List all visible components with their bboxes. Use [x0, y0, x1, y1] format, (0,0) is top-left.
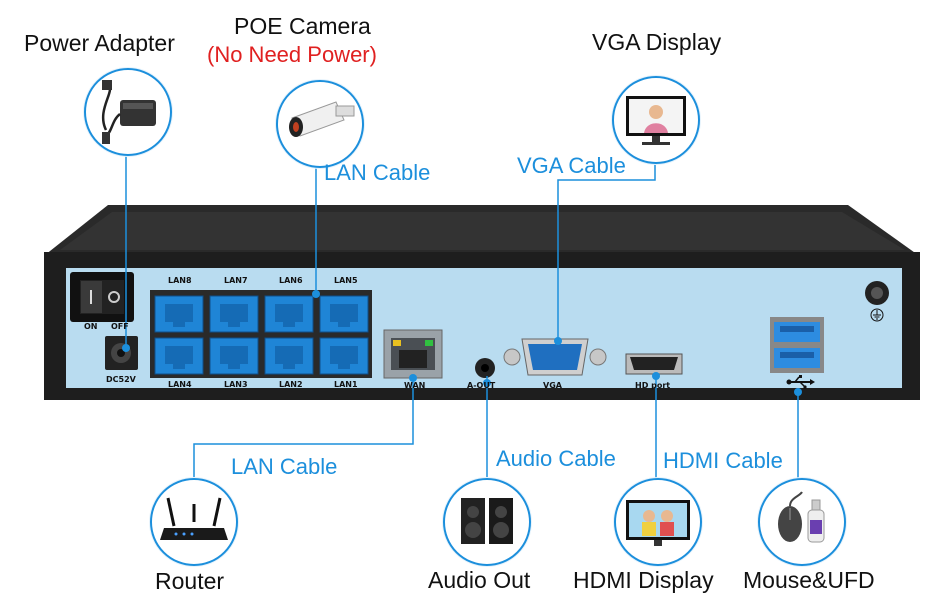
lan-port-lan3[interactable]: [209, 337, 259, 375]
lan-port-lan7[interactable]: [209, 295, 259, 333]
lan-cable-top-label: LAN Cable: [324, 160, 431, 185]
connector-lines: [125, 150, 799, 490]
power-adapter-icon: [101, 80, 156, 144]
port-label-lan2: LAN2: [279, 380, 303, 389]
hdmi-port[interactable]: [625, 353, 683, 375]
usb-ports[interactable]: [770, 317, 824, 373]
vga-port[interactable]: [503, 338, 607, 376]
router-icon: [160, 497, 228, 540]
router-circle: [150, 478, 238, 566]
audio-cable-label: Audio Cable: [496, 446, 616, 471]
ground-icon: [870, 308, 884, 322]
poe-camera-circle: [276, 80, 364, 168]
hdmi-display-circle: [614, 478, 702, 566]
dc-label: DC52V: [106, 375, 136, 384]
lan-port-lan8[interactable]: [154, 295, 204, 333]
audio-out-circle: [443, 478, 531, 566]
lan-cable-bottom-label: LAN Cable: [231, 454, 338, 479]
tv-icon: [626, 500, 690, 546]
audio-out-label: Audio Out: [428, 567, 531, 593]
audio-port-label: A-OUT: [467, 381, 496, 390]
lan-port-lan1[interactable]: [319, 337, 369, 375]
lan-port-lan2[interactable]: [264, 337, 314, 375]
speaker-icon: [461, 498, 513, 544]
lan-port-lan6[interactable]: [264, 295, 314, 333]
vga-display-circle: [612, 76, 700, 164]
monitor-icon: [626, 96, 686, 145]
vga-cable-label: VGA Cable: [517, 153, 626, 178]
port-label-lan5: LAN5: [334, 276, 358, 285]
port-label-lan6: LAN6: [279, 276, 303, 285]
port-label-lan3: LAN3: [224, 380, 248, 389]
camera-icon: [289, 101, 355, 137]
port-label-lan4: LAN4: [168, 380, 192, 389]
port-label-lan8: LAN8: [168, 276, 192, 285]
switch-off-label: OFF: [111, 322, 129, 331]
usb-icon: [786, 375, 815, 389]
hdmi-cable-label: HDMI Cable: [663, 448, 783, 473]
mouse-ufd-circle: [758, 478, 846, 566]
poe-camera-note: (No Need Power): [207, 42, 377, 67]
lan-port-lan4[interactable]: [154, 337, 204, 375]
hdmi-display-label: HDMI Display: [573, 567, 714, 593]
router-label: Router: [155, 568, 225, 594]
switch-on-label: ON: [84, 322, 98, 331]
power-adapter-circle: [84, 68, 172, 156]
connector-dots: [122, 290, 802, 396]
mouse-ufd-label: Mouse&UFD: [743, 567, 875, 593]
mouse-icon: [778, 491, 825, 543]
power-adapter-label: Power Adapter: [24, 30, 175, 56]
port-label-lan7: LAN7: [224, 276, 248, 285]
poe-camera-label: POE Camera: [234, 13, 371, 39]
hdmi-port-label: HD port: [635, 381, 671, 390]
vga-display-label: VGA Display: [592, 29, 722, 55]
vga-port-label: VGA: [543, 381, 562, 390]
port-label-lan1: LAN1: [334, 380, 358, 389]
wan-label: WAN: [404, 381, 426, 390]
lan-port-lan5[interactable]: [319, 295, 369, 333]
